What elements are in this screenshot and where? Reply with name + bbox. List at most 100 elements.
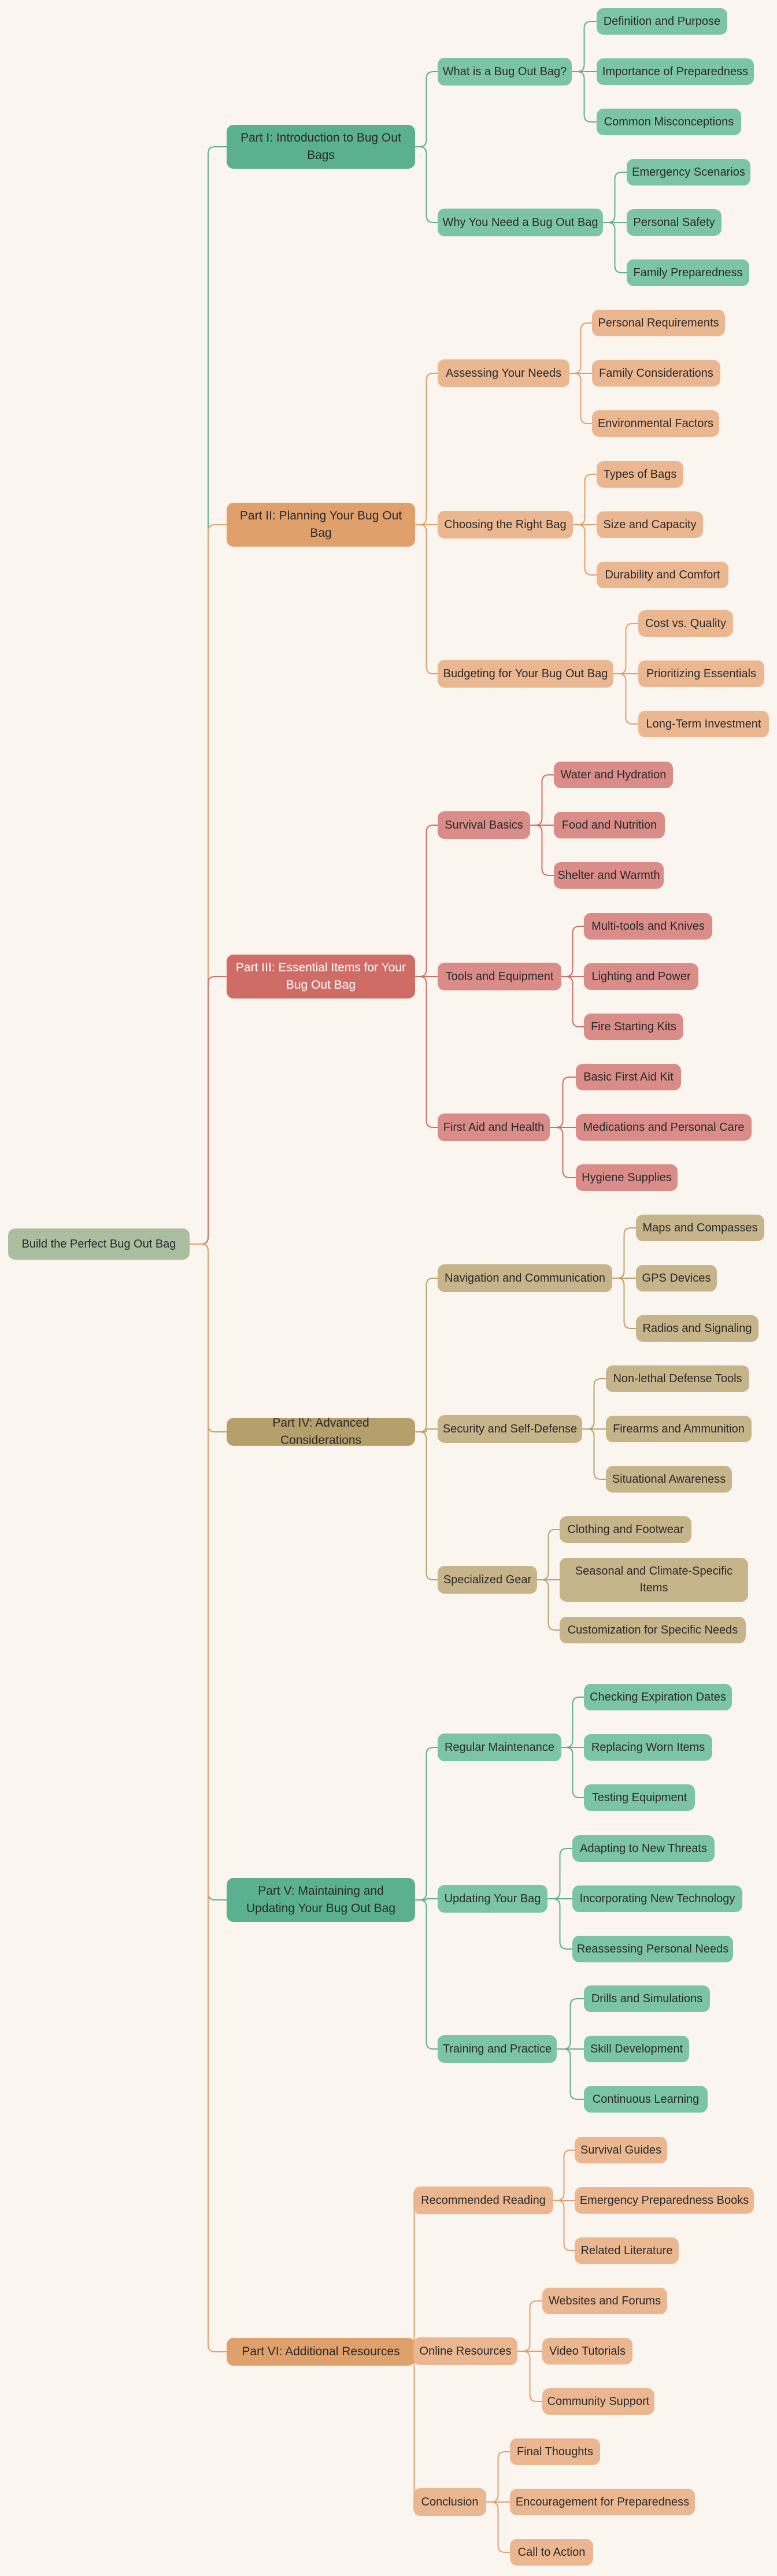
- sub-node-survival-basics[interactable]: Survival Basics: [438, 811, 530, 839]
- leaf-node-community-support[interactable]: Community Support: [542, 2388, 654, 2415]
- leaf-node-durability-and-comfort[interactable]: Durability and Comfort: [597, 562, 728, 588]
- sub-node-assessing-your-needs[interactable]: Assessing Your Needs: [438, 359, 569, 387]
- leaf-node-survival-guides[interactable]: Survival Guides: [575, 2137, 667, 2163]
- leaf-node-radios-and-signaling[interactable]: Radios and Signaling: [636, 1315, 758, 1342]
- sub-node-security-and-self-defense[interactable]: Security and Self-Defense: [438, 1415, 582, 1443]
- sub-to-leaf-line: [530, 825, 554, 876]
- part-to-sub-line: [407, 2200, 421, 2352]
- leaf-node-emergency-scenarios[interactable]: Emergency Scenarios: [627, 159, 750, 185]
- part-to-sub-line: [415, 524, 438, 674]
- leaf-node-incorporating-new-technology[interactable]: Incorporating New Technology: [572, 1885, 742, 1912]
- sub-node-conclusion[interactable]: Conclusion: [413, 2488, 486, 2516]
- leaf-node-types-of-bags[interactable]: Types of Bags: [597, 461, 683, 488]
- sub-to-leaf-line: [582, 1428, 606, 1480]
- sub-to-leaf-line: [547, 1898, 572, 1950]
- sub-node-navigation-and-communication[interactable]: Navigation and Communication: [438, 1264, 612, 1292]
- sub-node-budgeting-for-your-bug-out-bag[interactable]: Budgeting for Your Bug Out Bag: [438, 660, 613, 688]
- leaf-node-reassessing-personal-needs[interactable]: Reassessing Personal Needs: [572, 1936, 733, 1962]
- part-node-5[interactable]: Part V: Maintaining and Updating Your Bu…: [227, 1878, 415, 1922]
- leaf-node-environmental-factors[interactable]: Environmental Factors: [592, 410, 719, 437]
- sub-to-leaf-line: [550, 1077, 576, 1128]
- sub-to-leaf-line: [603, 172, 627, 223]
- leaf-node-fire-starting-kits[interactable]: Fire Starting Kits: [584, 1014, 683, 1040]
- leaf-node-websites-and-forums[interactable]: Websites and Forums: [542, 2288, 667, 2314]
- part-to-sub-line: [415, 1278, 438, 1432]
- part-to-sub-line: [415, 1898, 438, 1901]
- leaf-node-importance-of-preparedness[interactable]: Importance of Preparedness: [597, 58, 754, 85]
- leaf-node-replacing-worn-items[interactable]: Replacing Worn Items: [584, 1734, 712, 1761]
- leaf-node-lighting-and-power[interactable]: Lighting and Power: [584, 963, 698, 990]
- sub-to-leaf-line: [573, 474, 597, 525]
- sub-node-regular-maintenance[interactable]: Regular Maintenance: [438, 1734, 561, 1761]
- leaf-node-clothing-and-footwear[interactable]: Clothing and Footwear: [560, 1516, 691, 1543]
- part-node-1[interactable]: Part I: Introduction to Bug Out Bags: [227, 125, 415, 169]
- leaf-node-call-to-action[interactable]: Call to Action: [510, 2539, 593, 2566]
- sub-to-leaf-line: [561, 1697, 584, 1748]
- sub-node-why-you-need-a-bug-out-bag[interactable]: Why You Need a Bug Out Bag: [438, 209, 603, 236]
- sub-to-leaf-line: [537, 1529, 560, 1580]
- sub-to-leaf-line: [572, 21, 597, 72]
- sub-to-leaf-line: [557, 1998, 584, 2050]
- leaf-node-medications-and-personal-care[interactable]: Medications and Personal Care: [576, 1114, 752, 1141]
- leaf-node-shelter-and-warmth[interactable]: Shelter and Warmth: [554, 862, 664, 889]
- sub-node-online-resources[interactable]: Online Resources: [413, 2337, 517, 2365]
- leaf-node-long-term-investment[interactable]: Long-Term Investment: [638, 711, 769, 737]
- sub-to-leaf-line: [561, 1747, 584, 1798]
- leaf-node-final-thoughts[interactable]: Final Thoughts: [510, 2438, 600, 2465]
- sub-to-leaf-line: [537, 1579, 560, 1631]
- sub-node-training-and-practice[interactable]: Training and Practice: [438, 2035, 557, 2063]
- leaf-node-related-literature[interactable]: Related Literature: [575, 2237, 679, 2264]
- sub-node-choosing-the-right-bag[interactable]: Choosing the Right Bag: [438, 511, 573, 539]
- leaf-node-adapting-to-new-threats[interactable]: Adapting to New Threats: [572, 1835, 715, 1862]
- leaf-node-emergency-preparedness-books[interactable]: Emergency Preparedness Books: [575, 2187, 754, 2214]
- leaf-node-water-and-hydration[interactable]: Water and Hydration: [554, 762, 673, 788]
- sub-to-leaf-line: [530, 774, 554, 826]
- root-node[interactable]: Build the Perfect Bug Out Bag: [8, 1228, 190, 1260]
- leaf-node-non-lethal-defense-tools[interactable]: Non-lethal Defense Tools: [606, 1365, 749, 1392]
- leaf-node-basic-first-aid-kit[interactable]: Basic First Aid Kit: [576, 1064, 681, 1090]
- leaf-node-continuous-learning[interactable]: Continuous Learning: [584, 2086, 708, 2113]
- sub-node-tools-and-equipment[interactable]: Tools and Equipment: [438, 963, 561, 990]
- leaf-node-family-preparedness[interactable]: Family Preparedness: [627, 259, 749, 286]
- leaf-node-hygiene-supplies[interactable]: Hygiene Supplies: [576, 1164, 678, 1191]
- sub-node-recommended-reading[interactable]: Recommended Reading: [413, 2187, 553, 2214]
- part-node-4[interactable]: Part IV: Advanced Considerations: [227, 1416, 415, 1447]
- sub-node-specialized-gear[interactable]: Specialized Gear: [438, 1566, 537, 1594]
- sub-node-what-is-a-bug-out-bag[interactable]: What is a Bug Out Bag?: [438, 58, 572, 86]
- part-to-sub-line: [415, 1428, 438, 1432]
- part-node-6[interactable]: Part VI: Additional Resources: [227, 2338, 415, 2366]
- leaf-node-food-and-nutrition[interactable]: Food and Nutrition: [554, 812, 665, 838]
- leaf-node-maps-and-compasses[interactable]: Maps and Compasses: [636, 1215, 764, 1241]
- leaf-node-situational-awareness[interactable]: Situational Awareness: [606, 1466, 732, 1493]
- leaf-node-multi-tools-and-knives[interactable]: Multi-tools and Knives: [584, 913, 712, 940]
- leaf-node-firearms-and-ammunition[interactable]: Firearms and Ammunition: [606, 1416, 752, 1442]
- leaf-node-gps-devices[interactable]: GPS Devices: [636, 1265, 717, 1291]
- leaf-node-personal-safety[interactable]: Personal Safety: [627, 209, 722, 236]
- sub-to-leaf-line: [517, 2300, 542, 2352]
- leaf-node-size-and-capacity[interactable]: Size and Capacity: [597, 511, 703, 538]
- sub-to-leaf-line: [561, 926, 584, 977]
- leaf-node-prioritizing-essentials[interactable]: Prioritizing Essentials: [638, 660, 764, 687]
- part-node-2[interactable]: Part II: Planning Your Bug Out Bag: [227, 503, 415, 547]
- part-to-sub-line: [415, 825, 438, 977]
- leaf-node-testing-equipment[interactable]: Testing Equipment: [584, 1784, 695, 1811]
- leaf-node-definition-and-purpose[interactable]: Definition and Purpose: [597, 8, 727, 35]
- leaf-node-skill-development[interactable]: Skill Development: [584, 2036, 689, 2062]
- leaf-node-checking-expiration-dates[interactable]: Checking Expiration Dates: [584, 1684, 732, 1710]
- leaf-node-cost-vs-quality[interactable]: Cost vs. Quality: [638, 610, 733, 637]
- sub-node-updating-your-bag[interactable]: Updating Your Bag: [438, 1885, 547, 1913]
- sub-to-leaf-line: [553, 2200, 575, 2251]
- leaf-node-family-considerations[interactable]: Family Considerations: [592, 360, 720, 387]
- leaf-node-customization-for-specific-needs[interactable]: Customization for Specific Needs: [560, 1617, 746, 1643]
- part-to-sub-line: [407, 2351, 421, 2503]
- sub-to-leaf-line: [572, 71, 597, 123]
- leaf-node-video-tutorials[interactable]: Video Tutorials: [542, 2338, 632, 2365]
- leaf-node-common-misconceptions[interactable]: Common Misconceptions: [597, 109, 741, 135]
- sub-to-leaf-line: [557, 2048, 584, 2100]
- leaf-node-seasonal-and-climate-specific-items[interactable]: Seasonal and Climate-Specific Items: [560, 1558, 748, 1602]
- part-node-3[interactable]: Part III: Essential Items for Your Bug O…: [227, 955, 415, 999]
- leaf-node-drills-and-simulations[interactable]: Drills and Simulations: [584, 1985, 710, 2012]
- sub-node-first-aid-and-health[interactable]: First Aid and Health: [438, 1113, 550, 1141]
- leaf-node-personal-requirements[interactable]: Personal Requirements: [592, 310, 725, 336]
- leaf-node-encouragement-for-preparedness[interactable]: Encouragement for Preparedness: [510, 2489, 695, 2515]
